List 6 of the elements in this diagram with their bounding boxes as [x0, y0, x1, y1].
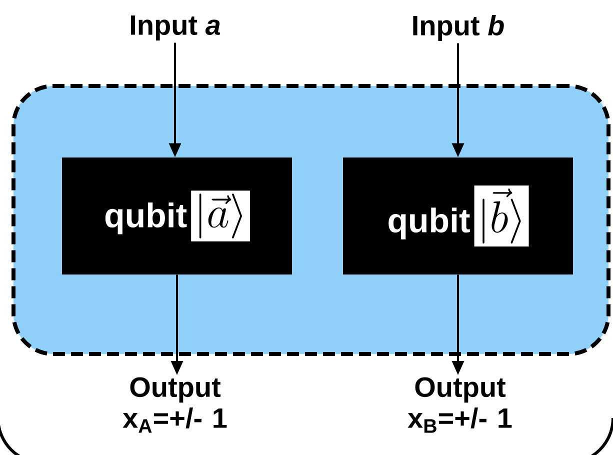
output-label: Output x$_{A}$=+/- 1	[122, 377, 227, 433]
qubit-box: qubit $|\vec{b}\rangle$	[343, 158, 573, 274]
input-label: Input b	[413, 14, 504, 42]
input-label: Input a	[131, 15, 220, 41]
output-label: Output x$_{B}$=+/- 1	[408, 377, 512, 433]
qubit-box: qubit $|\vec{a}\rangle$	[62, 158, 292, 274]
